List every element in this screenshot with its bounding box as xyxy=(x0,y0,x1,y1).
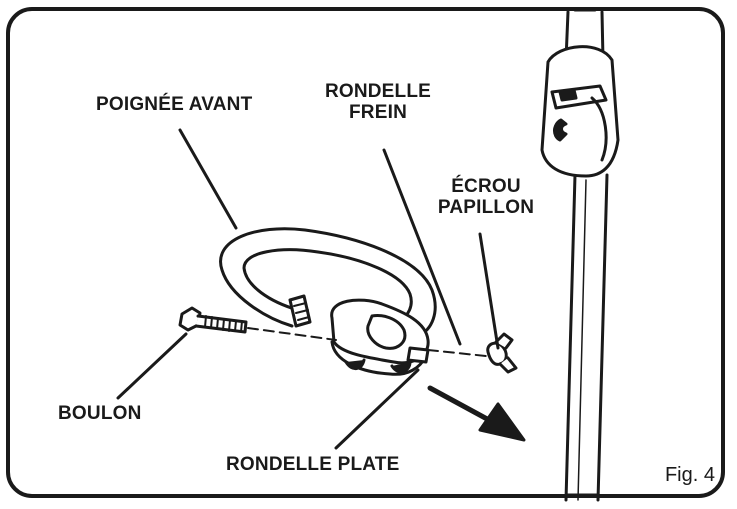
bolt xyxy=(178,306,248,334)
label-front-handle: POIGNÉE AVANT xyxy=(96,94,253,115)
wing-nut xyxy=(486,332,518,374)
label-bolt: BOULON xyxy=(58,403,142,424)
label-lock-washer-line1: RONDELLE xyxy=(324,81,432,102)
leader-lock-washer xyxy=(382,148,462,346)
assembly-axis-line xyxy=(247,327,487,357)
direction-arrow xyxy=(427,385,526,442)
label-lock-washer-line2: FREIN xyxy=(349,102,407,123)
trimmer-shaft xyxy=(564,173,609,502)
label-wing-nut-line2: PAPILLON xyxy=(437,197,535,218)
label-flat-washer: RONDELLE PLATE xyxy=(226,454,400,475)
label-wing-nut: ÉCROU PAPILLON xyxy=(434,176,538,218)
leader-wing-nut xyxy=(478,232,500,350)
leader-flat-washer xyxy=(334,368,420,450)
leader-front-handle xyxy=(178,128,238,230)
leader-bolt xyxy=(116,332,188,400)
figure-number: Fig. 4 xyxy=(664,464,715,486)
label-lock-washer: RONDELLE FREIN xyxy=(318,81,438,123)
label-wing-nut-line1: ÉCROU xyxy=(451,176,521,197)
handle-clamp xyxy=(330,298,430,376)
trimmer-upper-housing xyxy=(540,8,620,178)
